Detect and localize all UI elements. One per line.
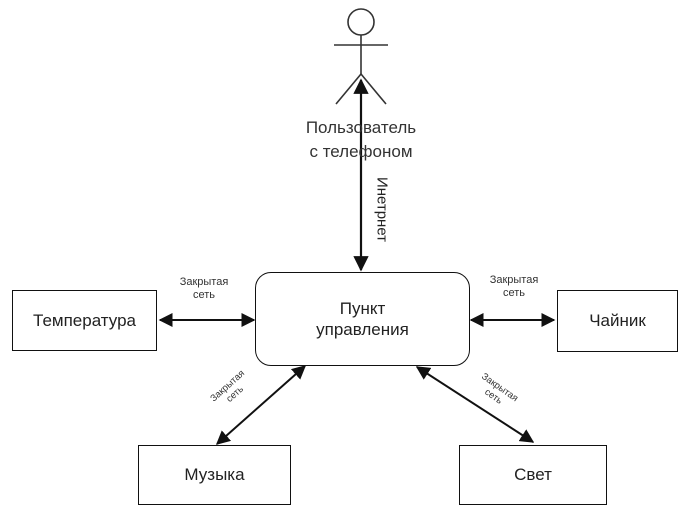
light-label: Свет	[514, 465, 552, 485]
control-center-line2: управления	[316, 320, 409, 339]
kettle-link-line2: сеть	[502, 286, 526, 299]
music-box: Музыка	[138, 445, 291, 505]
temperature-box: Температура	[12, 290, 157, 351]
user-label: Пользователь с телефоном	[288, 116, 434, 164]
light-box: Свет	[459, 445, 607, 505]
temperature-link-line2: сеть	[192, 288, 216, 301]
temperature-link-label: Закрытая сеть	[164, 276, 244, 301]
kettle-link-line1: Закрытая	[489, 274, 539, 286]
control-center-line1: Пункт	[339, 298, 386, 318]
user-label-line2: с телефоном	[309, 141, 413, 161]
temperature-link-line1: Закрытая	[179, 276, 229, 288]
temperature-label: Температура	[33, 310, 136, 330]
kettle-label: Чайник	[589, 311, 646, 331]
user-label-line1: Пользователь	[305, 118, 417, 137]
light-connection-arrow	[415, 366, 535, 443]
control-center-box: Пункт управления	[255, 272, 470, 366]
internet-label: Инетрнет	[373, 176, 391, 243]
music-label: Музыка	[184, 465, 245, 485]
kettle-box: Чайник	[557, 290, 678, 352]
kettle-link-label: Закрытая сеть	[474, 274, 554, 299]
music-connection-arrow	[215, 365, 307, 445]
